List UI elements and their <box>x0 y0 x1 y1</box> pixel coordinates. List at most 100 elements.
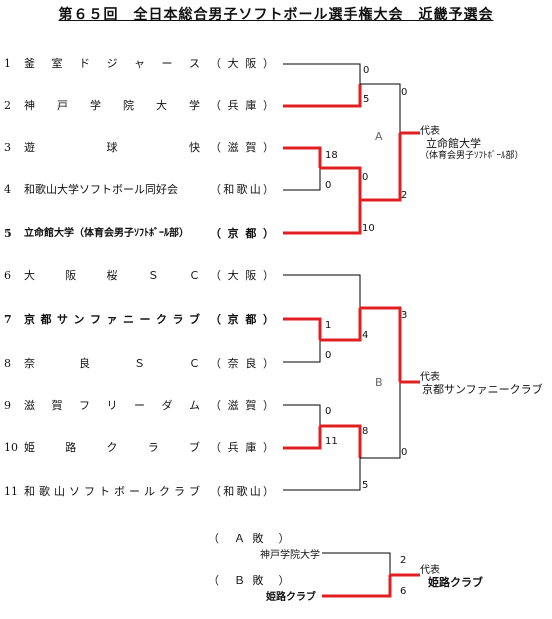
score-label: 0 <box>401 87 407 98</box>
team-name-char: ト <box>99 485 110 498</box>
score-label: 0 <box>325 180 331 191</box>
team-number: 3 <box>4 141 11 154</box>
prefecture-char: ） <box>262 441 274 454</box>
bracket-line-7 <box>360 133 402 202</box>
team-name-char: Ｃ <box>189 269 200 282</box>
prefecture-char: 和 <box>223 183 235 196</box>
prefecture-char: 歌 <box>236 183 248 196</box>
prefecture-char: ） <box>263 183 274 196</box>
bracket-line-3 <box>283 168 321 191</box>
team-name-char: ラ <box>172 313 184 326</box>
team-name-char: ド <box>79 57 90 70</box>
prefecture-char: （ <box>210 313 221 326</box>
team-name-char: ソ <box>69 485 80 498</box>
prefecture-char: 京 <box>227 313 239 326</box>
team-prefecture: （京都） <box>210 226 274 242</box>
team-name-char: 和 <box>24 485 35 498</box>
prefecture-char: 京 <box>227 227 239 240</box>
score-label: 11 <box>325 436 338 447</box>
playoff-a-team: 神戸学院大学 <box>260 550 320 561</box>
prefecture-char: 兵 <box>227 99 239 112</box>
team-name-char: Ｓ <box>134 357 145 370</box>
bracket-line-13 <box>283 404 321 426</box>
prefecture-char: （ <box>210 141 221 154</box>
team-number: 4 <box>4 183 11 196</box>
team-name-char: 学 <box>189 99 200 112</box>
team-prefecture: （大阪） <box>210 268 274 284</box>
team-name-char: ャ <box>134 57 145 70</box>
rep-a-name: 立命館大学 <box>426 137 481 150</box>
team-name-char: ラ <box>174 485 185 498</box>
team-prefecture: （和歌山） <box>210 182 274 198</box>
score-label: 18 <box>325 150 338 161</box>
prefecture-char: ） <box>262 227 274 240</box>
bracket-line-11 <box>283 340 321 363</box>
bracket-line-4 <box>320 166 362 200</box>
playoff-b-label: （ Ｂ 敗 ） <box>208 574 292 587</box>
playoff-b-team: 姫路クラブ <box>266 592 316 603</box>
bracket-line-1 <box>283 84 362 108</box>
team-name-char: ク <box>106 441 118 454</box>
score-label: 5 <box>363 94 369 105</box>
team-name-char: Ｃ <box>189 357 200 370</box>
team-prefecture: （兵庫） <box>210 440 274 456</box>
team-name-char: 桜 <box>106 269 118 282</box>
team-name-char: 阪 <box>65 269 77 282</box>
score-label: 10 <box>362 223 375 234</box>
score-label: 0 <box>401 447 407 458</box>
team-name-char: 京 <box>24 313 35 326</box>
score-label: 0 <box>325 350 331 361</box>
bracket-line-9 <box>283 274 361 308</box>
team-name: 立命館大学（体育会男子ｿﾌﾄﾎﾞｰﾙ部） <box>24 228 189 239</box>
prefecture-char: （ <box>210 269 221 282</box>
team-name-char: 良 <box>79 357 90 370</box>
rep-b-name: 京都サンファニークラブ <box>422 383 543 396</box>
team-name: 和歌山ソフトボールクラブ <box>24 484 200 500</box>
score-label: 2 <box>401 190 407 201</box>
prefecture-char: 山 <box>249 183 261 196</box>
team-name-char: 遊 <box>24 141 35 154</box>
team-name-char: ブ <box>189 313 200 326</box>
team-name-char: ク <box>156 313 167 326</box>
prefecture-char: 賀 <box>245 399 257 412</box>
team-number: 1 <box>4 57 11 70</box>
team-name-char: 歌 <box>39 485 50 498</box>
team-number: 2 <box>4 99 11 112</box>
prefecture-char: 奈 <box>227 357 239 370</box>
bracket-line-5 <box>283 200 362 235</box>
team-name-char: ジ <box>106 57 118 70</box>
bracket-line-10 <box>283 317 322 340</box>
playoff-a-label: （ Ａ 敗 ） <box>208 532 292 545</box>
bracket-line-14 <box>283 426 322 450</box>
rep-a-label: 代表 <box>420 126 440 137</box>
team-name-char: 室 <box>51 57 63 70</box>
team-name-char: 路 <box>65 441 77 454</box>
team-name-char: 院 <box>123 99 134 112</box>
team-number: 10 <box>4 441 18 454</box>
team-name-char: 姫 <box>24 441 35 454</box>
rep-final-label: 代表 <box>420 565 440 576</box>
representative-a: 代表 立命館大学 （体育会男子ｿﾌﾄﾎﾞｰﾙ部） <box>420 126 524 162</box>
score-label: 0 <box>325 406 331 417</box>
prefecture-char: 良 <box>245 357 257 370</box>
bracket-line-18 <box>360 382 401 459</box>
prefecture-char: 歌 <box>236 485 248 498</box>
bracket-line-15 <box>320 424 362 458</box>
rep-b-label: 代表 <box>420 372 440 383</box>
prefecture-char: 賀 <box>245 141 257 154</box>
prefecture-char: 阪 <box>245 57 257 70</box>
team-prefecture: （滋賀） <box>210 398 274 414</box>
team-number: 11 <box>4 485 18 498</box>
prefecture-char: ） <box>262 399 274 412</box>
bracket-line-2 <box>283 146 322 168</box>
block-label-b: B <box>375 376 383 389</box>
team-name-char: フ <box>90 313 101 326</box>
team-prefecture: （滋賀） <box>210 140 274 156</box>
team-name-char: ム <box>189 399 200 412</box>
prefecture-char: ） <box>262 269 274 282</box>
prefecture-char: 大 <box>227 269 239 282</box>
prefecture-char: 滋 <box>227 141 239 154</box>
prefecture-char: 庫 <box>245 441 257 454</box>
